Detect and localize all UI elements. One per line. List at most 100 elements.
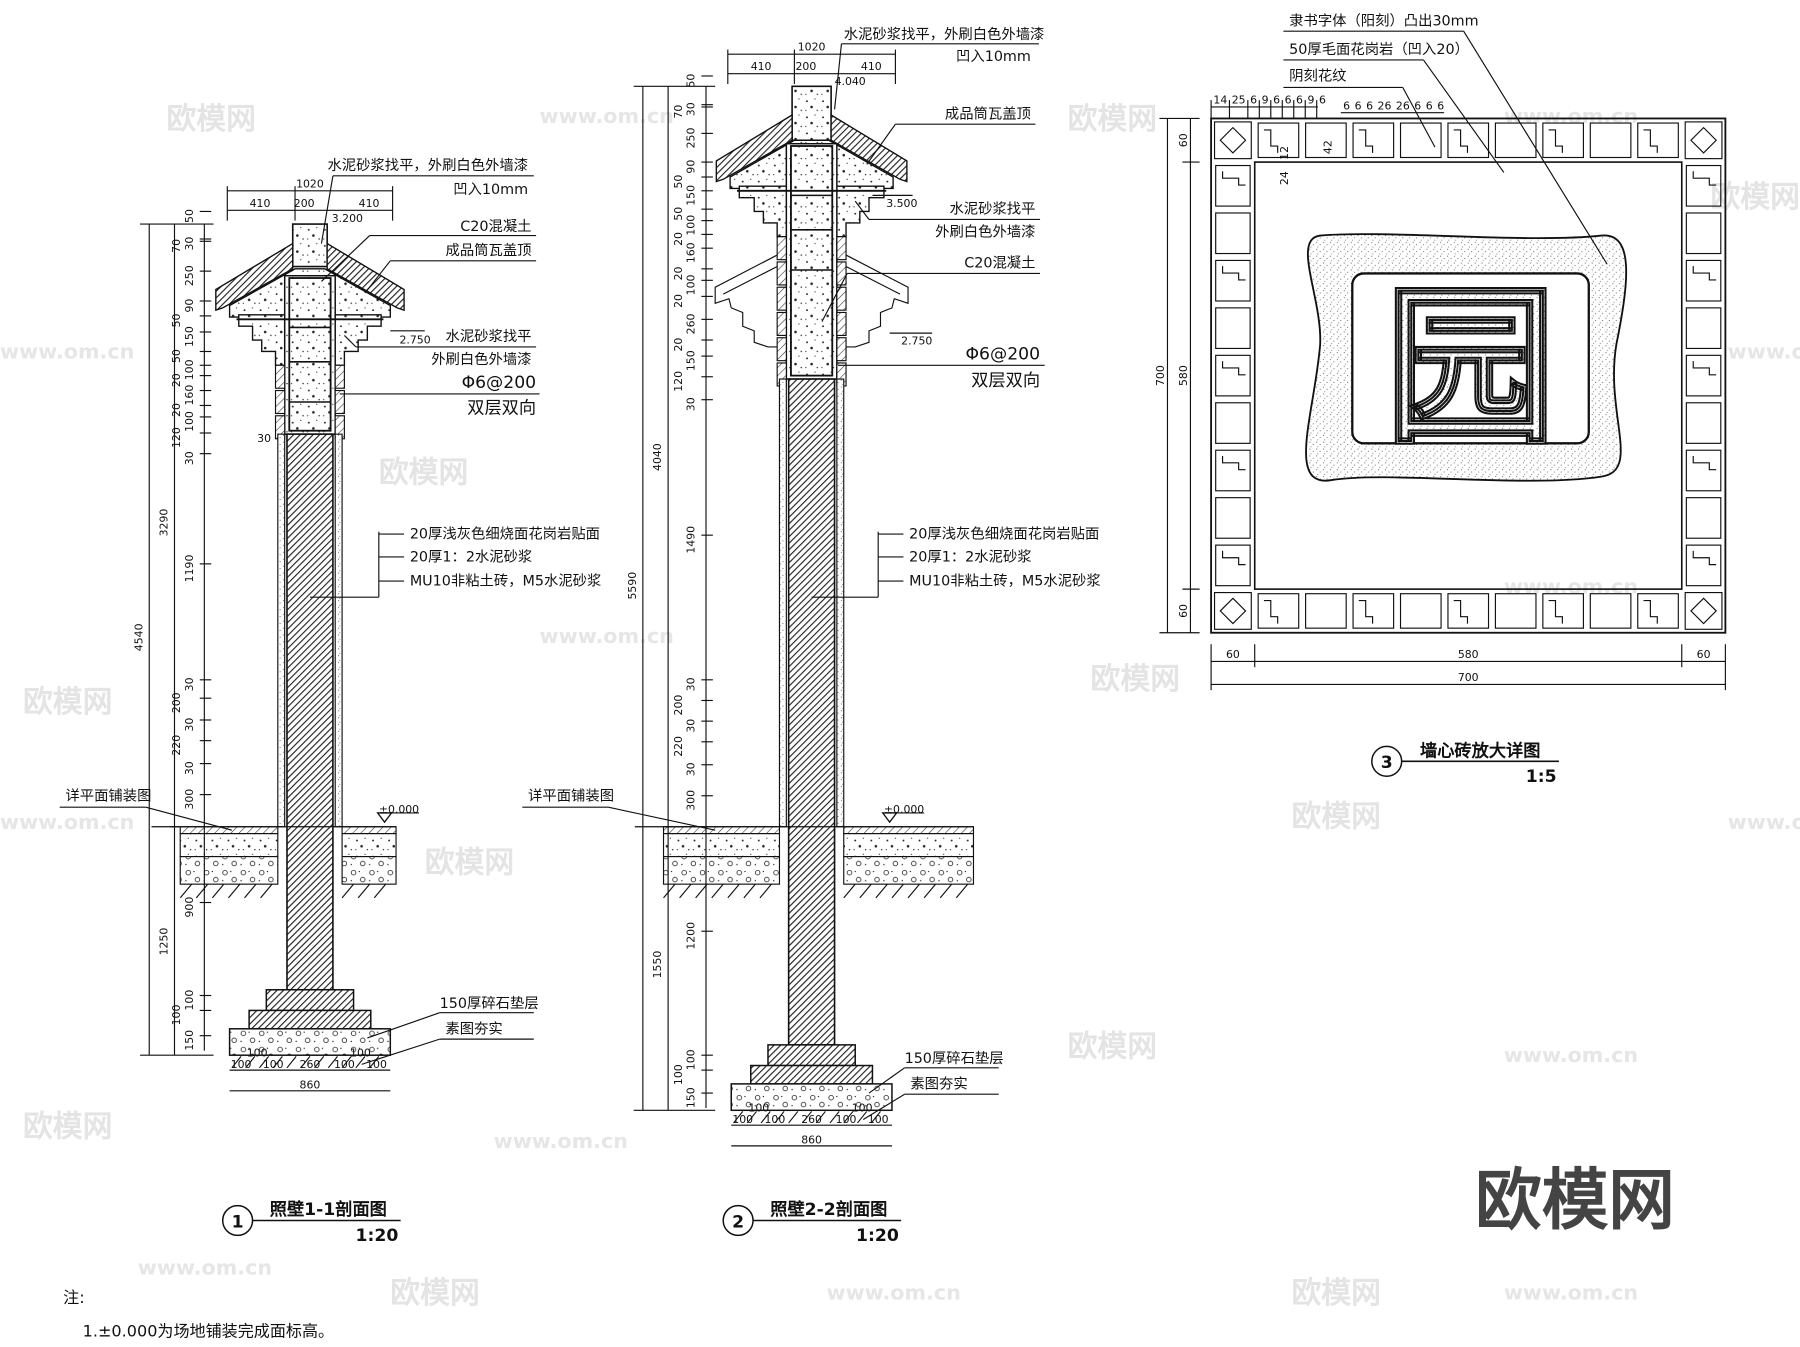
border-pattern-cell [1685, 164, 1722, 207]
dimension-text: 5590 [626, 572, 639, 600]
cladding-tile [274, 364, 286, 389]
soil-hatch [774, 1111, 785, 1124]
paving-layer [662, 826, 781, 835]
paving-reference-label: 详平面铺装图 [528, 787, 614, 804]
soil-hatch [857, 1111, 868, 1124]
roof-tile-left [215, 242, 294, 312]
dimension-text: 1020 [296, 177, 324, 190]
layer-label: 20厚浅灰色细烧面花岗岩贴面 [410, 526, 600, 543]
dimension-text: 20 [672, 338, 685, 352]
dimension-text: 20 [170, 403, 183, 417]
gravel-label: 150厚碎石垫层 [440, 995, 539, 1012]
fret-motif [1692, 361, 1717, 376]
ground-level-text: ±0.000 [884, 803, 924, 816]
watermark-url: www.om.cn [540, 624, 674, 648]
dimension-text: 20 [170, 373, 183, 387]
tile-cap-label: 成品筒瓦盖顶 [945, 105, 1031, 122]
concrete-base-layer [843, 833, 975, 858]
gravel-cushion [228, 1028, 392, 1056]
dimension-text: 30 [685, 397, 698, 411]
dimension-text: 250 [183, 265, 196, 286]
leader-line [1463, 30, 1608, 265]
soil-hatch [663, 883, 676, 899]
border-pattern-cell [1215, 449, 1251, 492]
soil-hatch [955, 883, 969, 899]
dimension-text: 50 [183, 209, 196, 223]
dimension-text: 30 [183, 718, 196, 732]
secondary-roof-outline [722, 266, 778, 295]
watermark-url: www.om.cn [0, 810, 134, 834]
roof-tile-left [715, 113, 793, 183]
dimension-text: 6 [1366, 99, 1373, 112]
layer-label: 20厚1：2水泥砂浆 [909, 548, 1031, 566]
cladding-tile [836, 286, 847, 311]
border-pattern-cell [1685, 449, 1722, 492]
dimension-text: 120 [170, 427, 183, 448]
dimension-text: 150 [183, 326, 196, 347]
concrete-column [283, 274, 336, 435]
fret-motif [1643, 129, 1658, 153]
soil-hatch [300, 1055, 311, 1069]
dimension-text: 30 [685, 719, 698, 733]
dimension-text: 6 [1296, 94, 1303, 107]
border-pattern-cell [1399, 122, 1442, 159]
watermark-logo: 欧模网 [425, 846, 514, 881]
soil-hatch [788, 1111, 799, 1124]
dimension-text: 60 [1226, 648, 1240, 661]
soil-hatch [355, 1055, 366, 1069]
rebar-label: Φ6@200 [462, 373, 537, 393]
lishu-character: 园 [1384, 267, 1556, 468]
corner-pattern [1684, 591, 1723, 630]
corner-pattern [1213, 591, 1252, 630]
dimension-text: 410 [250, 197, 271, 210]
border-pattern-cell [1215, 307, 1251, 350]
dimension-text: 6 [1414, 99, 1421, 112]
dimension-text: 3290 [158, 509, 171, 537]
fret-motif [1222, 361, 1246, 376]
border-pattern-cell [1352, 593, 1395, 629]
dimension-text: 100 [732, 1113, 753, 1126]
pattern-label: 阴刻花纹 [1289, 68, 1346, 85]
dimension-text: 220 [170, 735, 183, 756]
character-frame [1351, 272, 1590, 445]
dimension-text: 30 [183, 451, 196, 465]
soil-hatch [743, 883, 756, 899]
dimension-text: 50 [672, 207, 685, 221]
brick-wall-shaft [286, 433, 334, 991]
watermark-url: www.om.cn [1728, 810, 1800, 834]
border-pattern-cell [1215, 259, 1251, 302]
dimension-text: 6 [1285, 94, 1292, 107]
gravel-layer [843, 856, 975, 885]
dimension-text: 100 [868, 1113, 889, 1126]
dimension-text: 1190 [183, 555, 196, 583]
fret-motif [1222, 550, 1246, 566]
dimension-text: 24 [1278, 171, 1291, 185]
granite-panel-inner [1253, 161, 1683, 590]
soil-hatch [733, 1111, 744, 1124]
dimension-text: 410 [359, 197, 380, 210]
secondary-roof-outline [845, 254, 909, 348]
roof-tile-right [326, 242, 405, 312]
border-pattern-cell [1589, 593, 1632, 629]
elevation-text: 2.750 [399, 333, 430, 346]
corner-pattern [1213, 121, 1252, 160]
soil-hatch [891, 883, 904, 899]
dimension-text: 100 [836, 1113, 857, 1126]
dimension-text: 150 [685, 1087, 698, 1108]
footing-step-1 [265, 989, 355, 1012]
watermark-url: www.om.cn [138, 1255, 272, 1279]
cladding-tile [776, 311, 787, 337]
dimension-text: 1200 [685, 922, 698, 950]
dimension-text: 100 [852, 1101, 873, 1114]
dimension-text: 1550 [651, 951, 664, 979]
leader-line [821, 273, 848, 322]
soil-hatch [245, 1055, 256, 1069]
watermark-logo: 欧模网 [1291, 1276, 1380, 1311]
corner-fret-motif [1219, 126, 1247, 154]
leader-line [608, 806, 716, 831]
dimension-text: 100 [183, 411, 196, 432]
gravel-layer [341, 856, 397, 885]
mortar-label: 水泥砂浆找平 [446, 327, 532, 345]
soil-label: 素图夯实 [910, 1075, 967, 1092]
concrete-cap [791, 85, 832, 142]
